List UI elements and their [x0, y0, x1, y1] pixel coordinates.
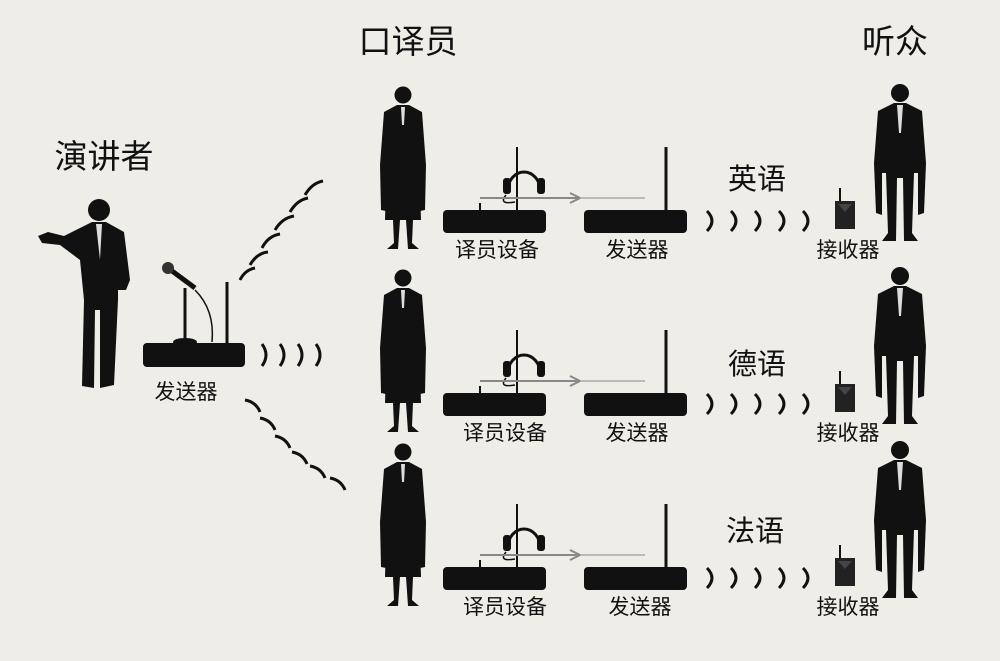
speaker-header: 演讲者 — [54, 137, 154, 176]
device-label: 译员设备 — [455, 238, 539, 262]
interpreter-header: 口译员 — [358, 22, 458, 61]
speaker-transmitter-label: 发送器 — [154, 380, 218, 404]
row-german — [380, 267, 926, 432]
audience-header: 听众 — [862, 22, 928, 61]
language-label: 德语 — [727, 347, 787, 381]
device-label: 译员设备 — [463, 421, 547, 445]
receiver-label: 接收器 — [816, 421, 880, 445]
language-label: 法语 — [725, 514, 785, 548]
transmitter-label: 发送器 — [605, 421, 669, 445]
speaker-transmitter — [143, 262, 245, 367]
speaker-figure — [38, 199, 130, 388]
row-english — [380, 84, 926, 249]
device-label: 译员设备 — [463, 595, 547, 619]
language-label: 英语 — [727, 162, 787, 196]
transmitter-label: 发送器 — [605, 238, 669, 262]
transmitter-label: 发送器 — [608, 595, 672, 619]
speaker-waves — [238, 179, 347, 491]
receiver-label: 接收器 — [816, 595, 880, 619]
row-french — [380, 441, 926, 606]
receiver-label: 接收器 — [816, 238, 880, 262]
